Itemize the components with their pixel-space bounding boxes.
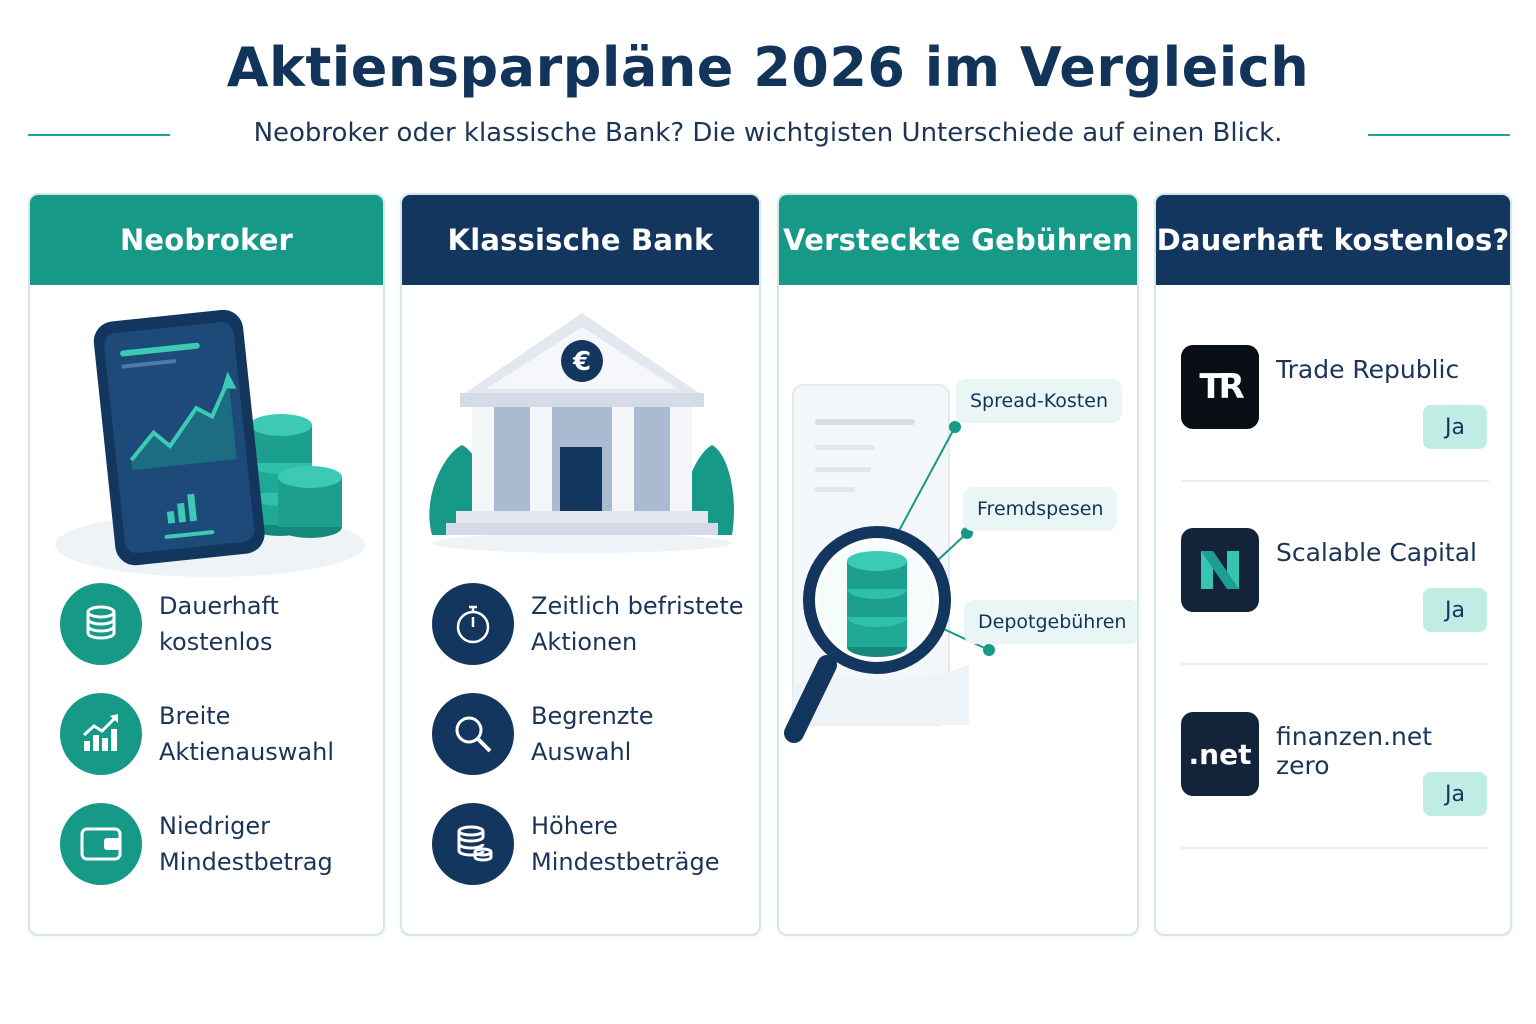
neobroker-card-title: Neobroker: [30, 195, 383, 285]
coins-icon: [60, 583, 142, 665]
provider-divider: [1181, 480, 1489, 482]
feature-line-1: Höhere: [531, 812, 618, 840]
page-subtitle: Neobroker oder klassische Bank? Die wich…: [253, 118, 1283, 148]
bank-card-title: Klassische Bank: [402, 195, 759, 285]
page-title: Aktiensparpläne 2026 im Vergleich: [226, 36, 1310, 99]
euro-sign: €: [572, 347, 591, 377]
fee-tag-depot: Depotgebühren: [964, 600, 1137, 644]
stopwatch-icon: [432, 583, 514, 665]
free-card-title: Dauerhaft kostenlos?: [1156, 195, 1510, 285]
coins-stack: [248, 414, 342, 538]
trade-republic-logo: TR: [1181, 345, 1259, 429]
feature-line-1: Niedriger: [159, 812, 271, 840]
magnifying-glass-illustration: [784, 384, 995, 743]
bank-building-illustration: €: [429, 313, 734, 553]
feature-line-1: Zeitlich befristete: [531, 592, 744, 620]
feature-line-2: Auswahl: [531, 738, 632, 766]
logo-text: TR: [1199, 367, 1244, 407]
provider-name: Scalable Capital: [1276, 538, 1478, 567]
smartphone-chart-illustration: [55, 309, 365, 577]
neobroker-feature-1: Dauerhaft kostenlos: [60, 583, 279, 665]
provider-divider: [1181, 847, 1489, 849]
growth-chart-icon: [60, 693, 142, 775]
feature-line-2: kostenlos: [159, 628, 273, 656]
fees-card-title: Versteckte Gebühren: [779, 195, 1137, 285]
logo-text: .net: [1188, 737, 1252, 771]
free-card: Dauerhaft kostenlos? TR Trade Republic J…: [1154, 193, 1512, 936]
neobroker-card: Neobroker: [28, 193, 385, 936]
finanzen-net-logo: .net: [1181, 712, 1259, 796]
feature-line-2: Mindestbeträge: [531, 848, 720, 876]
magnifier-icon: [432, 693, 514, 775]
provider-scalable-capital: Scalable Capital Ja: [1181, 528, 1491, 638]
feature-line-2: Aktionen: [531, 628, 638, 656]
scalable-logo-mark: [1201, 551, 1239, 589]
answer-badge: Ja: [1423, 772, 1487, 816]
title-rule-left: [28, 134, 170, 136]
fee-tag-fremdspesen: Fremdspesen: [963, 487, 1118, 531]
feature-line-1: Breite: [159, 702, 231, 730]
provider-name: Trade Republic: [1276, 355, 1460, 384]
feature-line-2: Aktienauswahl: [159, 738, 335, 766]
provider-finanzen-net-zero: .net finanzen.net zero Ja: [1181, 712, 1491, 822]
answer-badge: Ja: [1423, 588, 1487, 632]
scalable-capital-logo: [1181, 528, 1259, 612]
feature-line-1: Dauerhaft: [159, 592, 279, 620]
provider-name: finanzen.net zero: [1276, 722, 1433, 780]
feature-line-2: Mindestbetrag: [159, 848, 333, 876]
fees-card: Versteckte Gebühren: [777, 193, 1139, 936]
feature-line-1: Begrenzte: [531, 702, 654, 730]
answer-badge: Ja: [1423, 405, 1487, 449]
wallet-icon: [60, 803, 142, 885]
title-rule-right: [1368, 134, 1510, 136]
provider-trade-republic: TR Trade Republic Ja: [1181, 345, 1491, 455]
provider-divider: [1181, 663, 1489, 665]
coins-icon: [432, 803, 514, 885]
fee-tag-spread: Spread-Kosten: [956, 379, 1122, 423]
